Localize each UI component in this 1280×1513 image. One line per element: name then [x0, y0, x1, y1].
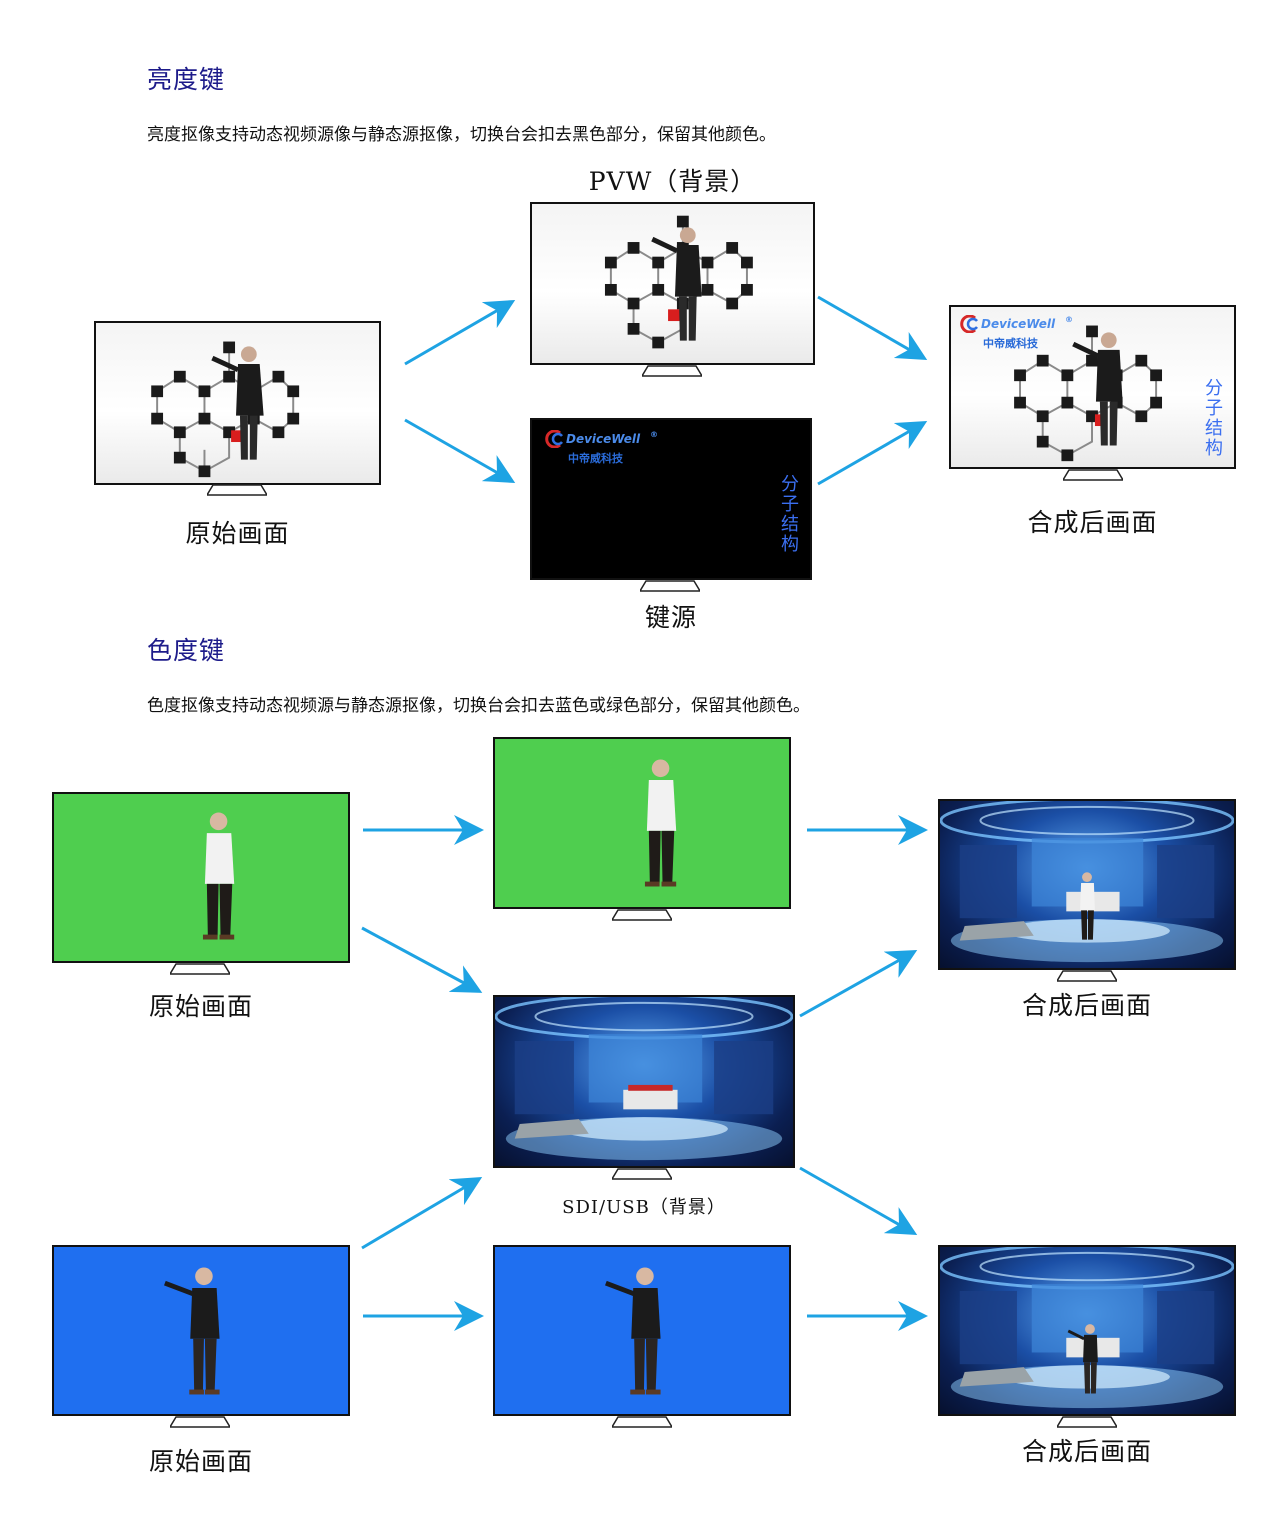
- luma-original-stand: [207, 484, 267, 496]
- molecule-scene: [151, 341, 300, 478]
- green-original-stand: [170, 963, 230, 975]
- arrow-background-to-blue-composite: [799, 1166, 918, 1235]
- vertical-char: 构: [1205, 438, 1223, 459]
- blue-composite-label: 合成后画面: [1021, 1437, 1152, 1466]
- blue-original-label: 原始画面: [148, 1447, 253, 1476]
- studio-background-screen: [493, 995, 795, 1168]
- key-source-stand: [640, 580, 700, 592]
- green-original-label: 原始画面: [148, 992, 253, 1021]
- pvw-label: PVW（背景）: [588, 167, 757, 196]
- blue-original-screen: [52, 1245, 350, 1416]
- vertical-char: 子: [1205, 398, 1223, 419]
- background-label: SDI/USB（背景）: [562, 1197, 726, 1218]
- chroma-key-description: 色度抠像支持动态视频源与静态源抠像，切换台会扣去蓝色或绿色部分，保留其他颜色。: [147, 696, 810, 716]
- green-composite-label: 合成后画面: [1021, 991, 1152, 1020]
- luma-composite-stand: [1063, 469, 1123, 481]
- logo-registered: ®: [1065, 315, 1073, 324]
- vertical-char: 子: [781, 494, 799, 515]
- blue-key-stand: [612, 1416, 672, 1428]
- luma-composite-label: 合成后画面: [1027, 508, 1158, 537]
- molecule-scene: [1014, 325, 1163, 462]
- virtual-studio-scene: [495, 997, 793, 1161]
- green-key-screen: [493, 737, 791, 909]
- key-source-label: 键源: [644, 603, 697, 632]
- green-composite-stand: [1057, 970, 1117, 982]
- vertical-char: 分: [781, 474, 799, 495]
- vertical-char: 结: [781, 514, 799, 535]
- logo-registered: ®: [650, 430, 658, 439]
- blue-original-stand: [170, 1416, 230, 1428]
- blue-key-screen: [493, 1245, 791, 1416]
- arrow-original-to-key: [404, 418, 516, 483]
- luma-key-heading: 亮度键: [147, 65, 226, 94]
- blue-composite-screen: [938, 1245, 1236, 1416]
- arrow-background-to-green-composite: [799, 950, 918, 1018]
- presenter-figure: [604, 1267, 661, 1395]
- virtual-studio-scene: [940, 801, 1234, 963]
- logo-mark-icon: [545, 430, 563, 448]
- virtual-studio-scene: [940, 1247, 1234, 1409]
- presenter-figure: [202, 812, 235, 940]
- logo-text: DeviceWell: [981, 317, 1056, 331]
- arrow-key-to-composite: [817, 421, 928, 486]
- luma-composite-screen: DeviceWell ® 中帝威科技 分 子 结 构: [949, 305, 1236, 469]
- pvw-stand: [642, 365, 702, 377]
- vertical-title: 分 子 结 构: [780, 475, 800, 555]
- arrow-blue-original-to-background: [361, 1176, 483, 1250]
- vertical-char: 结: [1205, 418, 1223, 439]
- chroma-key-heading: 色度键: [147, 636, 226, 665]
- studio-background-stand: [612, 1168, 672, 1180]
- pvw-screen: [530, 202, 815, 365]
- luma-original-label: 原始画面: [185, 519, 290, 548]
- blue-composite-stand: [1057, 1416, 1117, 1428]
- vertical-title: 分 子 结 构: [1204, 379, 1224, 459]
- vertical-char: 分: [1205, 378, 1223, 399]
- molecule-scene: [604, 215, 753, 349]
- logo-subtitle: 中帝威科技: [983, 337, 1038, 350]
- luma-key-description: 亮度抠像支持动态视频源像与静态源抠像，切换台会扣去黑色部分，保留其他颜色。: [147, 125, 776, 145]
- presenter-figure: [644, 759, 677, 887]
- logo-text: DeviceWell: [566, 432, 641, 446]
- logo-mark-icon: [960, 315, 978, 333]
- green-original-screen: [52, 792, 350, 963]
- arrow-green-original-to-background: [361, 926, 483, 993]
- vertical-char: 构: [781, 534, 799, 555]
- arrow-pvw-to-composite: [817, 295, 928, 360]
- logo-subtitle: 中帝威科技: [568, 452, 623, 465]
- arrow-original-to-pvw: [404, 299, 516, 366]
- green-composite-screen: [938, 799, 1236, 970]
- green-key-stand: [612, 909, 672, 921]
- key-source-screen: DeviceWell ® 中帝威科技 分 子 结 构: [530, 418, 812, 580]
- luma-original-screen: [94, 321, 381, 485]
- presenter-figure: [163, 1267, 220, 1395]
